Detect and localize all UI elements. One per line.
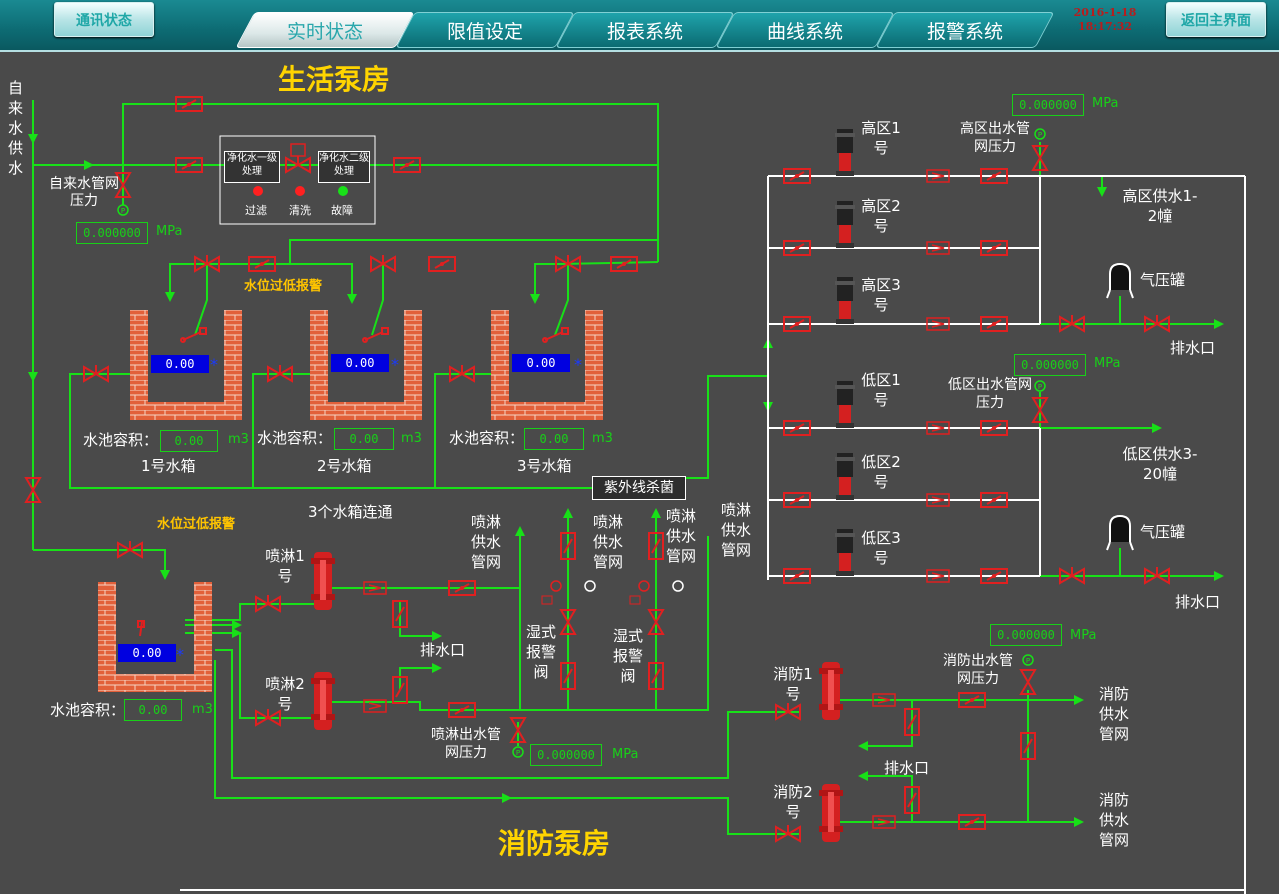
high-pressure-value: 0.000000	[1012, 94, 1084, 116]
svg-text:*: *	[210, 355, 218, 374]
filter-stage2[interactable]: 净化水二级处理	[318, 151, 370, 183]
spray-pressure-label: 喷淋出水管网压力	[431, 727, 501, 761]
tank2-name: 2号水箱	[317, 457, 372, 475]
spray-drain-label: 排水口	[420, 641, 466, 659]
tank1-volume-label: 水池容积：	[83, 431, 159, 449]
tab-label: 限值设定	[446, 20, 523, 43]
svg-text:*: *	[176, 645, 184, 664]
tab-label: 实时状态	[286, 20, 363, 43]
fire-volume-label: 水池容积：	[50, 701, 126, 719]
volume-unit: m3	[592, 431, 613, 446]
pressure-unit: MPa	[1070, 628, 1097, 643]
low-pressure-value: 0.000000	[1014, 354, 1086, 376]
fire-pump2-label[interactable]: 消防2号	[773, 783, 813, 821]
low-pump1-label[interactable]: 低区1号	[861, 371, 901, 409]
high-pump2-label[interactable]: 高区2号	[861, 197, 901, 235]
fire-volume: 0.00	[124, 699, 182, 721]
fire-low-level-alarm: 水位过低报警	[157, 517, 236, 532]
pressure-unit: MPa	[156, 224, 183, 239]
low-pump2-label[interactable]: 低区2号	[861, 453, 901, 491]
high-drain-label: 排水口	[1170, 339, 1216, 357]
spray-network-label-2: 喷淋供水管网	[592, 513, 623, 571]
spray-network-label-3: 喷淋供水管网	[665, 507, 696, 565]
low-pressure-label: 低区出水管网压力	[948, 377, 1032, 411]
tab-alarms[interactable]: 报警系统	[875, 12, 1055, 48]
fire-pump1-label[interactable]: 消防1号	[773, 665, 813, 703]
low-supply-label: 低区供水3-20幢	[1122, 445, 1198, 483]
svg-text:*: *	[391, 355, 399, 374]
pressure-unit: MPa	[612, 747, 639, 762]
low-drain-label: 排水口	[1175, 593, 1221, 611]
fire-network-label-1: 消防供水管网	[1098, 685, 1129, 743]
tab-limits[interactable]: 限值设定	[395, 12, 575, 48]
comm-status-button[interactable]: 通讯状态	[54, 2, 154, 37]
tank2-level: 0.00	[331, 354, 389, 372]
tank2-volume-label: 水池容积：	[257, 429, 333, 447]
status-filter-label: 过滤	[245, 204, 267, 217]
back-main-button[interactable]: 返回主界面	[1166, 2, 1266, 37]
uv-sterilizer[interactable]: 紫外线杀菌	[592, 476, 686, 500]
tank1-volume: 0.00	[160, 430, 218, 452]
tab-reports[interactable]: 报表系统	[555, 12, 735, 48]
volume-unit: m3	[401, 431, 422, 446]
living-low-level-alarm: 水位过低报警	[244, 279, 323, 294]
tank2-volume: 0.00	[334, 428, 394, 450]
low-pump3-label[interactable]: 低区3号	[861, 529, 901, 567]
status-fault-label: 故障	[331, 204, 353, 217]
volume-unit: m3	[192, 702, 213, 717]
fire-network-label-2: 消防供水管网	[1098, 791, 1129, 849]
city-water-label: 自来水供水	[8, 79, 24, 177]
fire-room-title: 消防泵房	[498, 827, 611, 860]
datetime-display: 2016-1-18 18:17:32	[1065, 6, 1145, 34]
filter-stage1[interactable]: 净化水一级处理	[224, 151, 280, 183]
tab-realtime[interactable]: 实时状态	[235, 12, 415, 48]
tank3-level: 0.00	[512, 354, 570, 372]
wet-alarm-valve-2-label: 湿式报警阀	[612, 627, 643, 685]
high-supply-label: 高区供水1-2幢	[1122, 187, 1198, 225]
tab-label: 曲线系统	[766, 20, 843, 43]
tank3-volume: 0.00	[524, 428, 584, 450]
low-tank-label: 气压罐	[1140, 523, 1186, 541]
spray-pump1-label[interactable]: 喷淋1号	[265, 547, 305, 585]
high-pressure-label: 高区出水管网压力	[960, 121, 1030, 155]
fire-tank-level: 0.00	[118, 644, 176, 662]
wet-alarm-valve-1-label: 湿式报警阀	[525, 623, 556, 681]
svg-text:*: *	[574, 355, 582, 374]
tab-label: 报警系统	[926, 20, 1003, 43]
pressure-unit: MPa	[1094, 356, 1121, 371]
fire-pressure-label: 消防出水管网压力	[943, 653, 1013, 687]
fire-drain-label: 排水口	[884, 759, 930, 777]
city-pressure-value: 0.000000	[76, 222, 148, 244]
tanks-connected-label: 3个水箱连通	[308, 503, 393, 521]
spray-pressure-value: 0.000000	[530, 744, 602, 766]
living-room-title: 生活泵房	[278, 63, 391, 96]
time-text: 18:17:32	[1077, 20, 1133, 33]
tank1-name: 1号水箱	[141, 457, 196, 475]
high-pump1-label[interactable]: 高区1号	[861, 119, 901, 157]
spray-network-label-1: 喷淋供水管网	[470, 513, 501, 571]
fire-pressure-value: 0.000000	[990, 624, 1062, 646]
tab-curves[interactable]: 曲线系统	[715, 12, 895, 48]
high-tank-label: 气压罐	[1140, 271, 1186, 289]
spray-network-label-4: 喷淋供水管网	[720, 501, 751, 559]
spray-pump2-label[interactable]: 喷淋2号	[265, 675, 305, 713]
status-wash-label: 清洗	[289, 204, 311, 217]
volume-unit: m3	[228, 432, 249, 447]
tank3-volume-label: 水池容积：	[449, 429, 525, 447]
pressure-unit: MPa	[1092, 96, 1119, 111]
city-pressure-label: 自来水管网压力	[49, 176, 119, 209]
date-text: 2016-1-18	[1073, 6, 1137, 19]
high-pump3-label[interactable]: 高区3号	[861, 276, 901, 314]
top-navigation-bar: 通讯状态 实时状态 限值设定 报表系统 曲线系统 报警系统 2016-1-18 …	[0, 0, 1279, 52]
tank3-name: 3号水箱	[517, 457, 572, 475]
tank1-level: 0.00	[151, 355, 209, 373]
tab-label: 报表系统	[606, 20, 683, 43]
